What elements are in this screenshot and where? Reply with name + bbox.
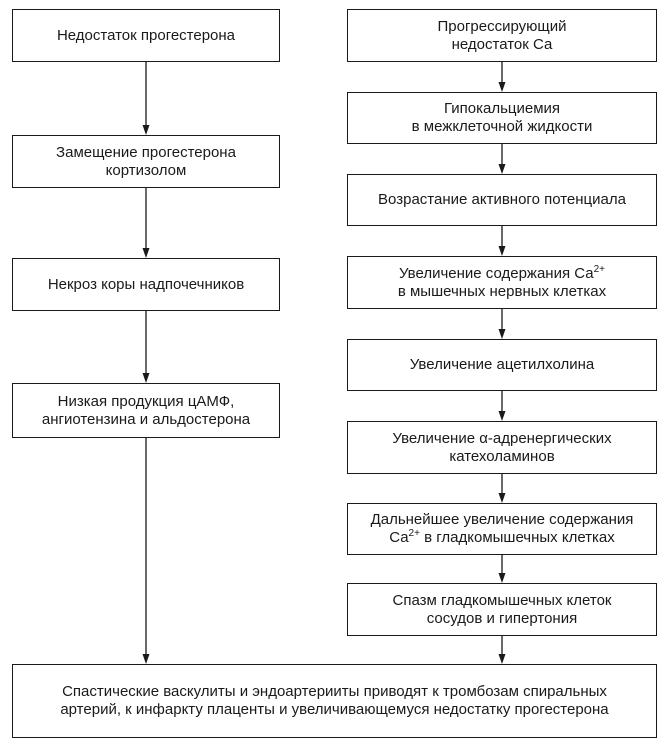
superscript: 2+ — [593, 263, 605, 275]
box-line: Возрастание активного потенциала — [378, 191, 626, 208]
box-line: сосудов и гипертония — [426, 609, 578, 627]
box-line-text: Са — [389, 529, 409, 546]
box-line-text: в гладкомышечных клетках — [419, 529, 615, 546]
box-line: в межклеточной жидкости — [411, 118, 593, 135]
box-line: Спазм гладкомышечных клеток — [392, 591, 612, 609]
arrow-down-icon — [498, 309, 506, 339]
superscript: 2+ — [408, 528, 420, 539]
box-line: Са2+ в гладкомышечных клетках — [389, 529, 615, 547]
box-line: кортизолом — [105, 161, 187, 179]
box-line: Некроз коры надпочечников — [47, 275, 245, 293]
box-line: Увеличение ацетилхолина — [409, 356, 595, 373]
box-acetylcholine-increase: Увеличение ацетилхолина — [347, 339, 657, 391]
arrow-down-icon — [498, 474, 506, 503]
arrow-down-icon — [142, 311, 150, 383]
box-cortisol-replacement: Замещение прогестерона кортизолом — [12, 135, 280, 188]
box-line: недостаток Са — [451, 35, 553, 53]
arrow-down-icon — [498, 144, 506, 174]
arrow-down-icon — [498, 62, 506, 92]
arrow-down-icon — [142, 438, 150, 664]
box-line: Прогрессирующий — [437, 17, 567, 35]
arrow-down-icon — [498, 391, 506, 421]
box-line: Низкая продукция цАМФ, — [57, 392, 235, 410]
box-progesterone-deficiency: Недостаток прогестерона — [12, 9, 280, 62]
arrow-down-icon — [498, 636, 506, 664]
box-progressive-ca-deficiency: Прогрессирующий недостаток Са — [347, 9, 657, 62]
box-adrenal-cortex-necrosis: Некроз коры надпочечников — [12, 258, 280, 311]
box-line: Замещение прогестерона — [56, 143, 236, 161]
box-line-text: Увеличение содержания Са — [399, 264, 594, 282]
box-further-ca-increase: Дальнейшее увеличение содержания Са2+ в … — [347, 503, 657, 555]
box-line: Гипокальциемия — [443, 100, 561, 117]
box-line: артерий, к инфаркту плаценты и увеличива… — [60, 701, 609, 718]
arrow-down-icon — [498, 555, 506, 583]
box-smooth-muscle-spasm: Спазм гладкомышечных клеток сосудов и ги… — [347, 583, 657, 636]
box-line: Увеличение α-адренергических — [392, 429, 612, 447]
box-line: Спастические васкулиты и эндоартерииты п… — [62, 683, 607, 700]
arrow-down-icon — [498, 226, 506, 256]
box-ca-content-increase: Увеличение содержания Са2+ в мышечных не… — [347, 256, 657, 309]
box-hypocalcemia: Гипокальциемия в межклеточной жидкости — [347, 92, 657, 144]
arrow-down-icon — [142, 62, 150, 135]
box-line: в мышечных нервных клетках — [397, 282, 607, 300]
box-line: ангиотензина и альдостерона — [41, 410, 251, 428]
box-spastic-vasculitis-outcome: Спастические васкулиты и эндоартерииты п… — [12, 664, 657, 738]
box-alpha-adrenergic-catecholamines: Увеличение α-адренергических катехоламин… — [347, 421, 657, 474]
arrow-down-icon — [142, 188, 150, 258]
box-line: Увеличение содержания Са2+ — [399, 263, 605, 283]
box-line: Недостаток прогестерона — [56, 26, 236, 44]
box-low-camp-production: Низкая продукция цАМФ, ангиотензина и ал… — [12, 383, 280, 438]
box-action-potential-increase: Возрастание активного потенциала — [347, 174, 657, 226]
box-line: Дальнейшее увеличение содержания — [370, 511, 634, 528]
box-line: катехоламинов — [449, 447, 555, 465]
